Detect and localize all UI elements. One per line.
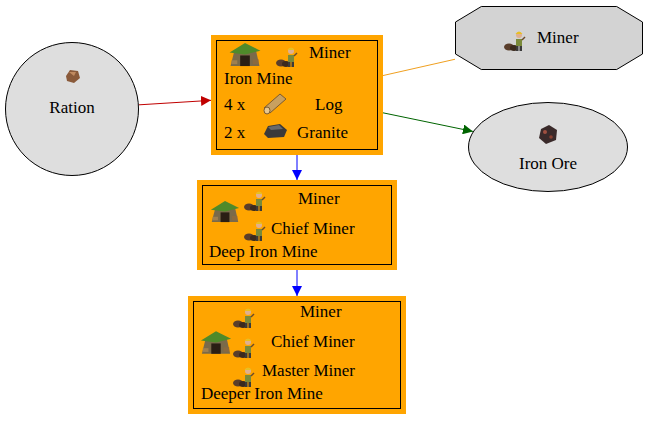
node-label: Ration xyxy=(5,98,139,118)
node-label: Log xyxy=(315,95,342,115)
connector xyxy=(297,270,298,296)
node-label: Chief Miner xyxy=(271,332,355,352)
worker-octagon: Miner xyxy=(455,6,643,70)
resource-ellipse: Iron Ore xyxy=(468,102,628,192)
node-label: Granite xyxy=(297,123,348,143)
ration-icon xyxy=(66,70,80,83)
connector xyxy=(383,59,455,75)
node-label: Deep Iron Mine xyxy=(209,242,318,262)
granite-icon xyxy=(264,124,287,138)
node-label: 2 x xyxy=(224,123,245,143)
node-label: Iron Ore xyxy=(468,154,628,174)
iron-ore-icon xyxy=(539,125,557,144)
mine-icon xyxy=(201,43,260,354)
node-label: Miner xyxy=(298,189,340,209)
log-icon xyxy=(264,94,286,114)
node-label: Iron Mine xyxy=(224,69,292,89)
miner-icon xyxy=(233,32,525,388)
resource-ellipse: Ration xyxy=(5,42,139,176)
node-label: Miner xyxy=(537,28,579,48)
connector xyxy=(383,113,473,132)
node-label: Miner xyxy=(300,302,342,322)
ellipse-outline xyxy=(468,102,628,192)
node-label: Chief Miner xyxy=(271,219,355,239)
connector xyxy=(297,155,298,180)
node-label: Master Miner xyxy=(262,361,355,381)
building-box: MinerChief MinerMaster MinerDeeper Iron … xyxy=(188,296,406,414)
node-label: Deeper Iron Mine xyxy=(201,384,323,404)
connector xyxy=(139,100,211,104)
node-label: Miner xyxy=(309,43,351,63)
building-box: MinerChief MinerDeep Iron Mine xyxy=(197,180,397,270)
building-box: MinerIron Mine 4 x Log 2 x Granite xyxy=(211,35,383,155)
node-label: 4 x xyxy=(224,95,245,115)
